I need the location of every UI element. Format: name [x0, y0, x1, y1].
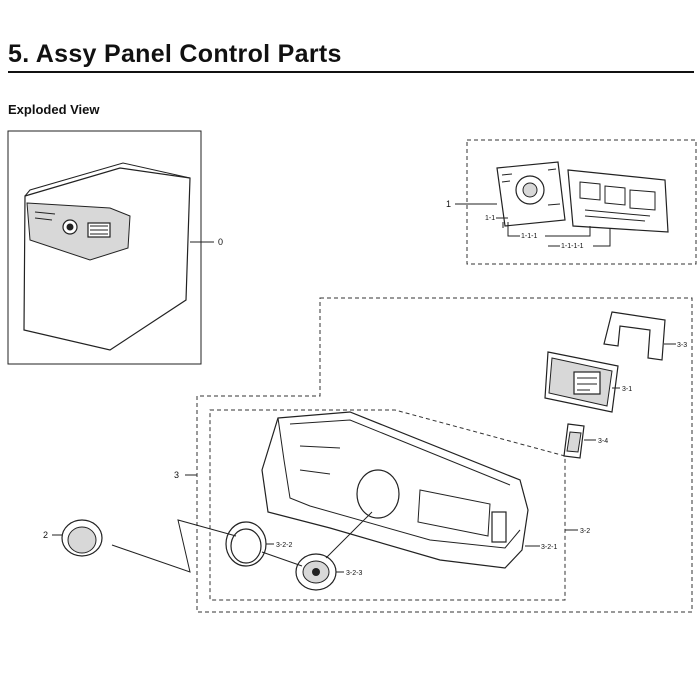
callout-1-1: 1-1 [485, 215, 495, 222]
washer-body [23, 167, 191, 351]
washer-frame [7, 130, 202, 365]
bracket-group: 3-3 [603, 311, 687, 361]
callout-1-1-1: 1-1-1 [521, 233, 537, 240]
washer-overview-group: 0 [7, 130, 223, 365]
callout-3-2: 3-2 [580, 528, 590, 535]
title-underline [8, 71, 694, 73]
display-lcd [573, 371, 601, 395]
callout-3-2-2: 3-2-2 [276, 542, 292, 549]
callout-3-3: 3-3 [677, 342, 687, 349]
washer-control-panel [26, 202, 131, 261]
callout-1-1-1-1: 1-1-1-1 [561, 243, 584, 250]
panel-assy-dashed-frame [196, 297, 693, 613]
bracket-part [603, 311, 666, 361]
section-subtitle: Exploded View [8, 102, 100, 117]
small-part-group: 3-4 [563, 423, 608, 459]
callout-3: 3 [174, 470, 179, 480]
callout-0: 0 [218, 237, 223, 247]
knob-group: 2 [43, 519, 103, 557]
callout-3-2-1: 3-2-1 [541, 544, 557, 551]
display-pcb-group: 3-1 [544, 351, 632, 413]
pcb-dashed-frame [466, 139, 697, 265]
assembly-guide-line [111, 519, 237, 573]
callout-3-2-3: 3-2-3 [346, 570, 362, 577]
display-window [417, 489, 491, 537]
knob-ring-group: 3-2-2 [225, 521, 292, 567]
page-title: 5. Assy Panel Control Parts [8, 40, 342, 68]
main-pcb-board [567, 169, 669, 233]
callout-2: 2 [43, 530, 48, 540]
panel-button-area [491, 511, 507, 543]
callout-3-1: 3-1 [622, 386, 632, 393]
callout-3-4: 3-4 [598, 438, 608, 445]
pcb-assembly-group: 1 1-1 1-1-1 1-1-1-1 [446, 139, 697, 265]
knob-opening [356, 469, 400, 519]
knob-base-group: 3-2-3 [295, 511, 373, 591]
control-panel-group: 3-2-1 3-2 [261, 411, 590, 569]
control-panel-dashed-frame [209, 409, 566, 601]
callout-1: 1 [446, 199, 451, 209]
